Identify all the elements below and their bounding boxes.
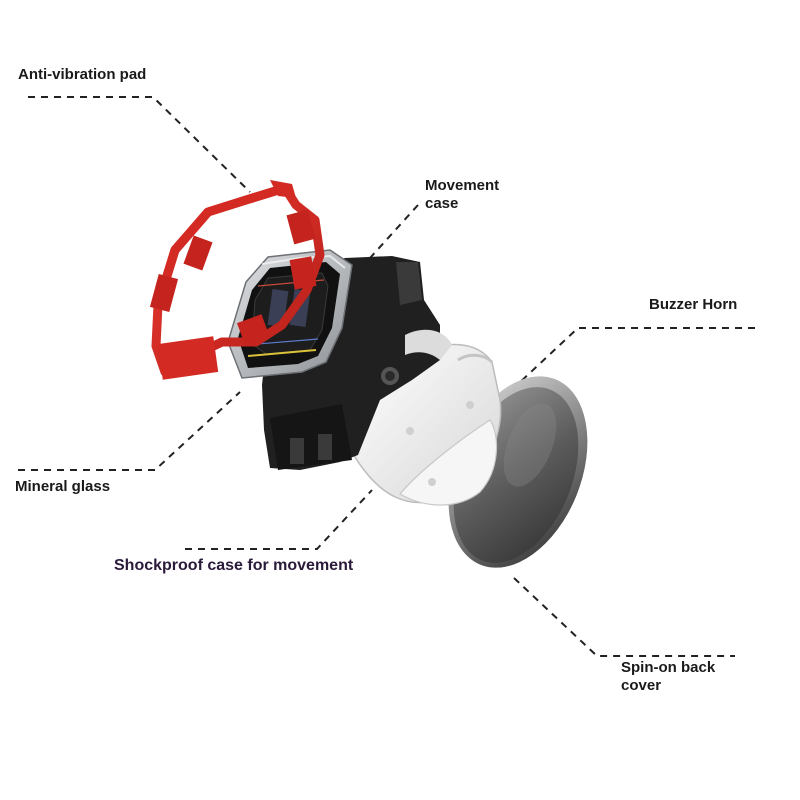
label-shockproof-case: Shockproof case for movement (114, 557, 354, 574)
leader-back-cover (513, 577, 735, 657)
label-movement-case-line1: Movement (425, 177, 500, 194)
label-back-cover-line1: Spin-on back (621, 659, 716, 676)
label-movement-case-line2: case (425, 195, 459, 212)
leader-shockproof-case (185, 489, 373, 550)
label-anti-vibration-pad: Anti-vibration pad (18, 66, 147, 83)
anti-vibration-pad (149, 180, 325, 380)
leader-movement-case (369, 204, 419, 259)
leader-buzzer-horn (516, 327, 755, 386)
label-back-cover-line2: cover (621, 677, 662, 694)
label-mineral-glass: Mineral glass (15, 478, 111, 495)
label-movement-case: Movement case (425, 177, 499, 213)
label-buzzer-horn: Buzzer Horn (649, 296, 738, 313)
leader-anti-vibration-pad (28, 96, 251, 193)
label-spin-on-back-cover: Spin-on back cover (621, 659, 715, 695)
leader-mineral-glass (18, 391, 241, 471)
leader-lines (18, 96, 755, 657)
